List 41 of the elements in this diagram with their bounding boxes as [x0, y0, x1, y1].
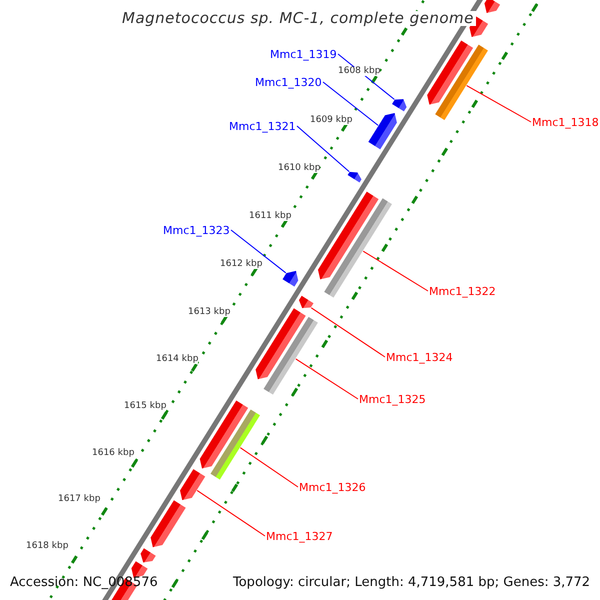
gene-segment [427, 40, 474, 105]
gene-segment [368, 113, 397, 150]
gene-label: Mmc1_1318 [532, 116, 599, 128]
gene-label: Mmc1_1326 [299, 482, 366, 492]
gene-segment [256, 308, 306, 380]
scale-label: 1616 kbp [92, 448, 134, 458]
gene-label: Mmc1_1324 [386, 352, 453, 362]
feature-segment [324, 198, 392, 298]
scale-label: 1611 kbp [249, 212, 292, 220]
scale-label: 1614 kbp [156, 354, 198, 364]
gene-segment [131, 561, 148, 578]
diagram-title: Magnetococcus sp. MC-1, complete genome [120, 10, 476, 26]
gene-segment [140, 548, 156, 563]
gene-segment [200, 400, 248, 468]
scale-label: 1617 kbp [58, 494, 100, 504]
gene-label: Mmc1_1322 [429, 286, 496, 296]
gene-segment [180, 469, 206, 500]
scale-label: 1618 kbp [26, 542, 68, 550]
gene-label: Mmc1_1321 [229, 120, 296, 132]
scale-label: 1610 kbp [278, 164, 320, 172]
scale-label: 1612 kbp [220, 260, 262, 268]
gene-segment [318, 192, 379, 280]
gene-segment [392, 99, 407, 112]
gene-segment [150, 500, 186, 548]
gene-label: Mmc1_1323 [163, 224, 230, 236]
scale-label: 1615 kbp [124, 402, 166, 410]
scale-label: 1609 kbp [310, 116, 352, 124]
gene-segment [282, 270, 298, 287]
scale-label: 1613 kbp [188, 308, 230, 316]
gene-segment [298, 296, 314, 308]
feature-segment [264, 316, 318, 395]
gene-segment [348, 172, 362, 182]
genome-info-text: Topology: circular; Length: 4,719,581 bp; Genes: 3,772 [233, 574, 590, 590]
feature-segment [435, 44, 488, 120]
scale-label: 1608 kbp [338, 66, 380, 76]
gene-label: Mmc1_1320 [255, 76, 322, 88]
feature-segment [210, 409, 260, 480]
gene-segment [484, 0, 500, 13]
gene-label: Mmc1_1325 [359, 394, 426, 404]
gene-label: Mmc1_1327 [266, 530, 333, 542]
gene-label: Mmc1_1319 [270, 48, 337, 60]
